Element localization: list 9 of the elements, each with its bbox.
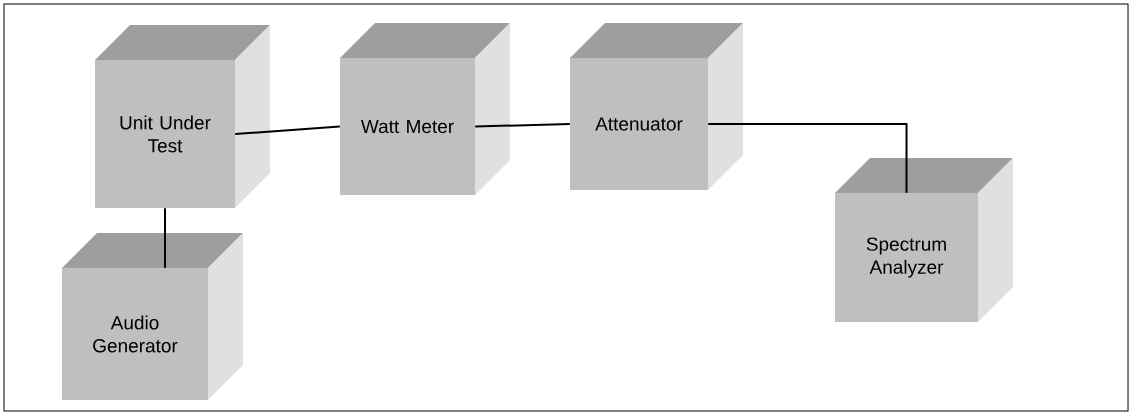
cube-box: Unit Under Test: [95, 25, 270, 208]
connector-line: [474, 123, 571, 128]
cube-box: Attenuator: [570, 23, 743, 190]
cube-box: Spectrum Analyzer: [835, 158, 1013, 322]
connector-line: [164, 207, 166, 269]
cube-box: Audio Generator: [62, 233, 243, 400]
connector-line: [234, 125, 341, 135]
cube-box: Watt Meter: [340, 23, 510, 195]
connector-line: [707, 123, 908, 194]
